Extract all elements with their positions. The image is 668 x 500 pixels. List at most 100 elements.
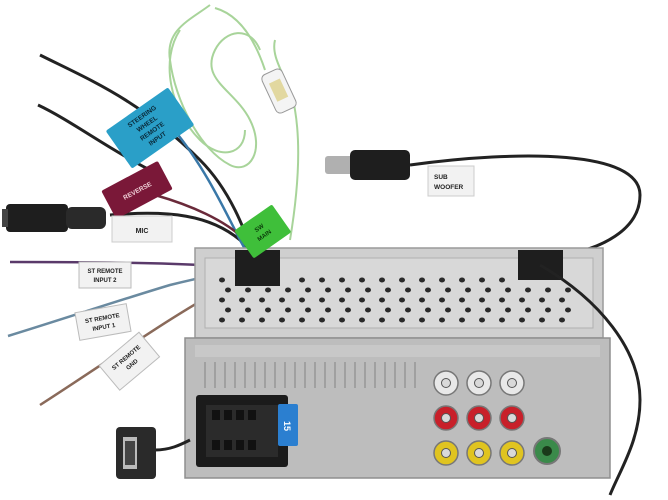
- vent-hole: [479, 277, 485, 283]
- vent-hole: [225, 307, 231, 313]
- blade-fuse: 15: [278, 404, 298, 446]
- reverse-tag: REVERSE: [101, 161, 173, 219]
- rca-pin: [474, 448, 484, 458]
- mic-tag-text: MIC: [136, 228, 149, 235]
- sw-main-tag: SW MAIN: [235, 205, 291, 258]
- vent-hole: [419, 297, 425, 303]
- rca-pin: [441, 413, 451, 423]
- vent-hole: [245, 307, 251, 313]
- subwoofer-rca-lead: [325, 150, 642, 257]
- rca-pin: [441, 448, 451, 458]
- vent-hole: [465, 287, 471, 293]
- vent-hole: [265, 307, 271, 313]
- vent-hole: [545, 287, 551, 293]
- vent-hole: [419, 317, 425, 323]
- sub-woofer-tag: SUB WOOFER: [427, 165, 475, 197]
- vent-hole: [559, 297, 565, 303]
- vent-hole: [499, 317, 505, 323]
- vent-hole: [339, 297, 345, 303]
- vent-hole: [379, 317, 385, 323]
- vent-hole: [485, 287, 491, 293]
- vent-hole: [445, 287, 451, 293]
- vent-hole: [385, 307, 391, 313]
- sw-main-line1: SW: [254, 223, 266, 234]
- green-wire: [168, 4, 300, 241]
- vent-hole: [325, 287, 331, 293]
- vent-hole: [479, 297, 485, 303]
- vent-hole: [259, 297, 265, 303]
- vent-hole: [459, 277, 465, 283]
- vent-hole: [285, 307, 291, 313]
- vent-hole: [219, 297, 225, 303]
- vent-hole: [485, 307, 491, 313]
- vent-hole: [219, 277, 225, 283]
- st-remote-gnd-tag: ST REMOTE GND: [98, 331, 161, 391]
- vent-hole: [239, 317, 245, 323]
- inline-fuse-holder: [261, 68, 297, 114]
- vent-hole: [339, 277, 345, 283]
- mic-tag: MIC: [111, 215, 173, 243]
- vent-hole: [299, 297, 305, 303]
- vent-hole: [405, 287, 411, 293]
- vent-hole: [385, 287, 391, 293]
- st-remote2-line2: INPUT 2: [93, 278, 117, 284]
- vent-hole: [539, 317, 545, 323]
- st-remote2-line1: ST REMOTE: [87, 269, 122, 275]
- steering-wheel-tag: STEERING WHEEL REMOTE INPUT: [106, 88, 194, 168]
- vent-hole: [265, 287, 271, 293]
- vent-hole: [339, 317, 345, 323]
- st-remote-input2-tag: ST REMOTE INPUT 2: [78, 261, 132, 289]
- vent-hole: [425, 307, 431, 313]
- vent-hole: [239, 297, 245, 303]
- vent-hole: [345, 307, 351, 313]
- vent-holes: [219, 277, 571, 323]
- rca-pin: [474, 378, 484, 388]
- vent-hole: [299, 317, 305, 323]
- vent-hole: [399, 317, 405, 323]
- vent-hole: [565, 307, 571, 313]
- rca-pin: [507, 448, 517, 458]
- usb-plug: [116, 427, 191, 479]
- vent-hole: [285, 287, 291, 293]
- st-remote1-line2: INPUT 1: [92, 323, 116, 333]
- vent-hole: [425, 287, 431, 293]
- vent-hole: [305, 287, 311, 293]
- vent-hole: [505, 307, 511, 313]
- vent-hole: [459, 317, 465, 323]
- vent-hole: [519, 317, 525, 323]
- vent-hole: [319, 297, 325, 303]
- vent-hole: [519, 297, 525, 303]
- vent-hole: [305, 307, 311, 313]
- vent-hole: [299, 277, 305, 283]
- left-cable-grommet: [235, 250, 280, 286]
- vent-hole: [505, 287, 511, 293]
- vent-hole: [359, 297, 365, 303]
- vent-hole: [465, 307, 471, 313]
- vent-hole: [365, 287, 371, 293]
- fuse-rating: 15: [282, 421, 292, 431]
- vent-hole: [219, 317, 225, 323]
- vent-hole: [399, 277, 405, 283]
- sub-woofer-line2: WOOFER: [434, 184, 464, 191]
- vent-hole: [439, 297, 445, 303]
- rca-pin: [474, 413, 484, 423]
- green-mic-socket: [533, 437, 561, 465]
- sub-woofer-line1: SUB: [434, 174, 448, 181]
- vent-hole: [439, 277, 445, 283]
- vent-hole: [479, 317, 485, 323]
- vent-hole: [525, 307, 531, 313]
- vent-hole: [279, 297, 285, 303]
- vent-hole: [359, 277, 365, 283]
- vent-hole: [565, 287, 571, 293]
- vent-hole: [419, 277, 425, 283]
- vent-hole: [379, 277, 385, 283]
- vent-hole: [405, 307, 411, 313]
- vent-hole: [319, 277, 325, 283]
- vent-hole: [259, 317, 265, 323]
- vent-hole: [525, 287, 531, 293]
- rca-jacks: [433, 370, 525, 466]
- vent-hole: [445, 307, 451, 313]
- vent-hole: [319, 317, 325, 323]
- mic-jack: [2, 204, 106, 232]
